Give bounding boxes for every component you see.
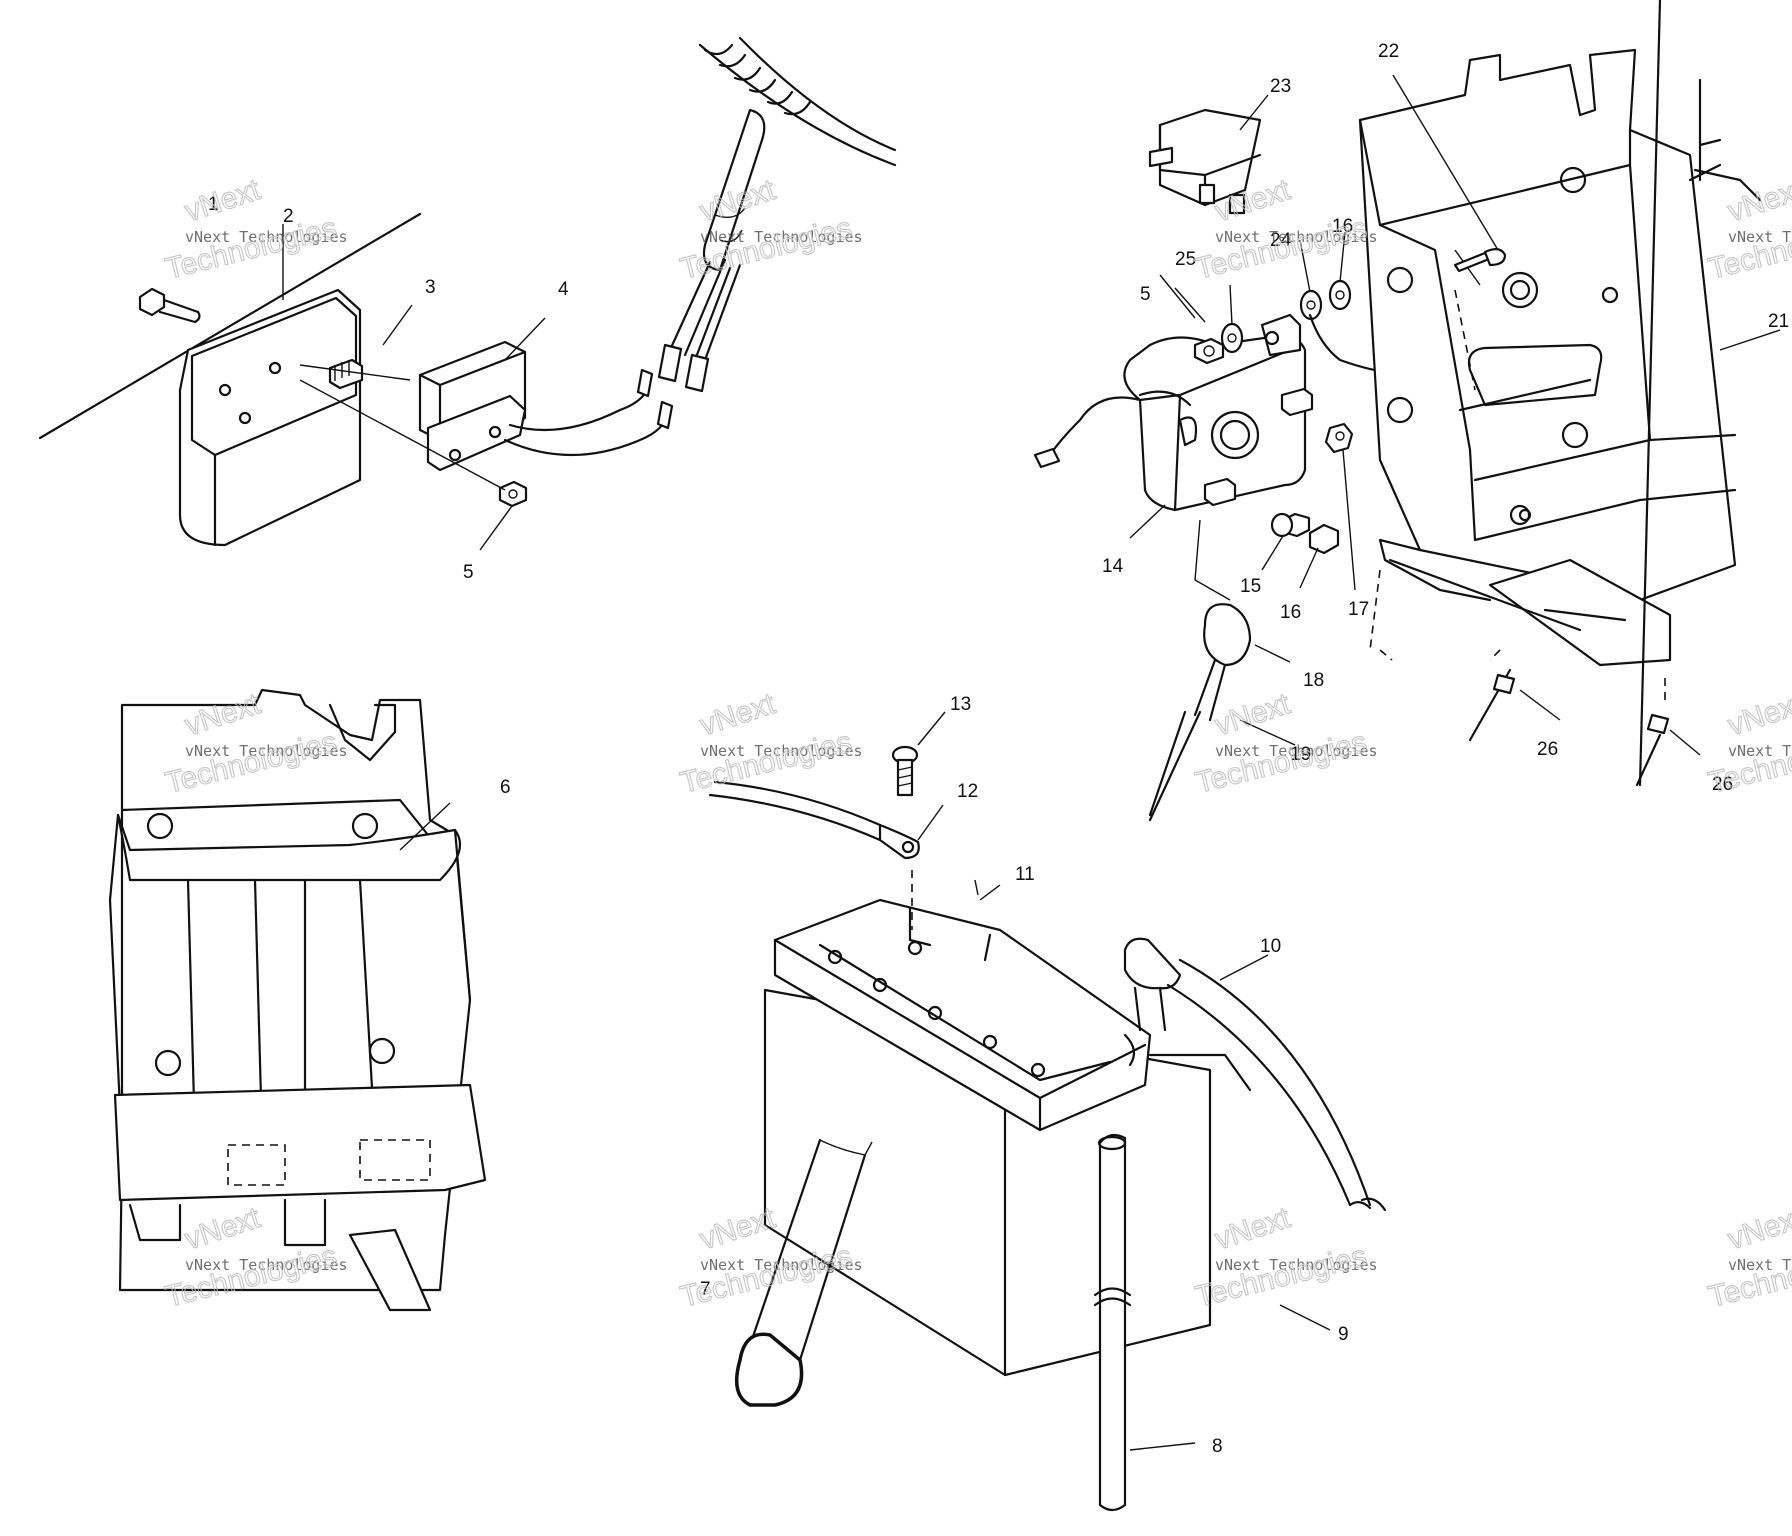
callout-15: 15 xyxy=(1240,576,1261,597)
relay-part-23 xyxy=(1148,94,1269,215)
callout-labels: 1 2 3 4 5 5 6 7 8 9 10 11 12 13 14 15 16… xyxy=(208,41,1789,1457)
screw-part-22 xyxy=(1392,74,1507,391)
svg-text:vNext: vNext xyxy=(181,173,265,228)
svg-text:vNext: vNext xyxy=(696,1201,780,1256)
battery-box-part-6 xyxy=(108,688,487,1312)
svg-text:vNext Technologies: vNext Technologies xyxy=(185,742,348,760)
svg-text:vNext: vNext xyxy=(1724,173,1792,228)
callout-26: 26 xyxy=(1537,739,1558,760)
module-part-4 xyxy=(418,340,674,472)
svg-text:vNext: vNext xyxy=(1724,1201,1792,1256)
wire-harness xyxy=(657,36,897,393)
svg-text:vNext: vNext xyxy=(1211,1201,1295,1256)
watermark-mark: vNext vNext Technologies Technologies xyxy=(1192,687,1378,801)
svg-text:vNext Technologies: vNext Technologies xyxy=(1215,1256,1378,1274)
callout-23: 23 xyxy=(1270,76,1291,97)
svg-text:vNext Technologies: vNext Technologies xyxy=(1728,1256,1792,1274)
cable-part-10 xyxy=(1123,937,1387,1212)
callout-18: 18 xyxy=(1303,670,1324,691)
callout-11: 11 xyxy=(1015,864,1035,885)
callout-5: 5 xyxy=(1140,284,1151,305)
callout-26: 26 xyxy=(1712,774,1733,795)
callout-7: 7 xyxy=(700,1279,711,1300)
bolt-part-1 xyxy=(138,287,201,324)
callout-14: 14 xyxy=(1102,556,1124,577)
hardware-small-parts xyxy=(1159,231,1540,591)
connector-part-18 xyxy=(1148,519,1296,822)
watermark-mark: vNext vNext Technologies Technologies xyxy=(1192,1201,1378,1315)
callout-4: 4 xyxy=(558,279,569,300)
watermark-mark: vNext vNext Technologies Technologies xyxy=(1705,173,1792,287)
watermark-mark: vNext vNext Technologies Technologies xyxy=(1705,687,1792,801)
nut-part-5 xyxy=(498,480,528,508)
callout-21: 21 xyxy=(1768,311,1789,332)
callout-24: 24 xyxy=(1270,230,1292,251)
svg-text:vNext Technologies: vNext Technologies xyxy=(185,1256,348,1274)
watermark-mark: vNext vNext Technologies Technologies xyxy=(677,173,863,287)
watermark-mark: vNext vNext Technologies Technologies xyxy=(1705,1201,1792,1315)
svg-text:vNext Technologies: vNext Technologies xyxy=(185,228,348,246)
svg-text:vNext Technologies: vNext Technologies xyxy=(700,742,863,760)
screw-part-13 xyxy=(891,711,946,797)
callout-1: 1 xyxy=(208,194,219,215)
callout-19: 19 xyxy=(1290,744,1311,765)
regulator-assembly xyxy=(38,212,674,551)
callout-25: 25 xyxy=(1175,249,1196,270)
svg-text:vNext Technologies: vNext Technologies xyxy=(1215,742,1378,760)
svg-text:vNext Technologies: vNext Technologies xyxy=(1728,228,1792,246)
watermark-mark: vNext vNext Technologies Technologies xyxy=(162,173,348,287)
svg-text:vNext: vNext xyxy=(1211,687,1295,742)
callout-5: 5 xyxy=(463,562,474,583)
svg-text:vNext: vNext xyxy=(696,687,780,742)
callout-9: 9 xyxy=(1338,1324,1349,1345)
svg-text:vNext Technologies: vNext Technologies xyxy=(700,1256,863,1274)
solenoid-part-14 xyxy=(1033,313,1314,539)
callout-6: 6 xyxy=(500,777,511,798)
regulator-part-2 xyxy=(178,288,411,547)
battery-part-11 xyxy=(763,898,1252,1377)
callout-16: 16 xyxy=(1280,602,1301,623)
rivet-part-26b xyxy=(1638,0,1701,787)
cable-part-7 xyxy=(734,1138,873,1407)
callout-12: 12 xyxy=(957,781,978,802)
cable-part-8 xyxy=(1093,1133,1196,1512)
callout-13: 13 xyxy=(950,694,971,715)
callout-22: 22 xyxy=(1378,41,1399,62)
watermark-mark: vNext vNext Technologies Technologies xyxy=(677,687,863,801)
svg-text:vNext Technologies: vNext Technologies xyxy=(1728,742,1792,760)
rivet-part-26a xyxy=(1468,649,1561,742)
callout-10: 10 xyxy=(1260,936,1281,957)
callout-8: 8 xyxy=(1212,1436,1223,1457)
svg-text:vNext Technologies: vNext Technologies xyxy=(700,228,863,246)
svg-text:vNext Technologies: vNext Technologies xyxy=(1215,228,1378,246)
callout-3: 3 xyxy=(425,277,436,298)
callout-2: 2 xyxy=(283,206,294,227)
lug-part-12 xyxy=(708,780,944,930)
bracket-part-21 xyxy=(1358,48,1781,667)
svg-text:vNext: vNext xyxy=(1724,687,1792,742)
callout-17: 17 xyxy=(1348,599,1369,620)
callout-16: 16 xyxy=(1332,216,1353,237)
